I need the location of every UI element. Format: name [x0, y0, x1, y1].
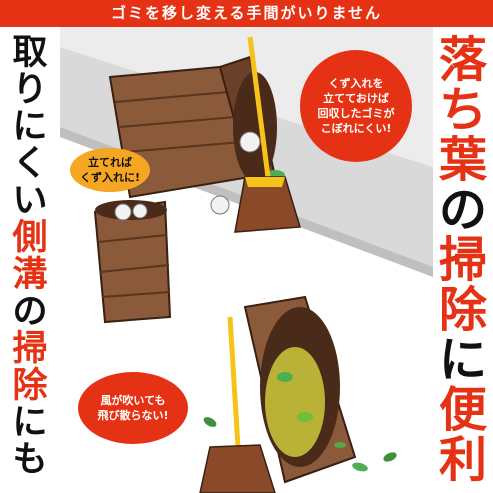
right-vertical-title: 落ち葉の掃除に便利 [433, 35, 493, 485]
bin-middle [93, 200, 172, 324]
top-banner: ゴミを移し変える手間がいりません [0, 0, 493, 27]
title-char: に [12, 107, 48, 147]
title-char: 便 [438, 382, 487, 438]
title-char: 取 [12, 33, 48, 73]
bin-bottom [243, 295, 357, 484]
bubble-bottom-red: 風が吹いても 飛び散らない! [78, 372, 188, 444]
title-char: 掃 [12, 329, 48, 369]
bubble-top-right: くず入れを 立てておけば 回収したゴミが こぼれにくい! [300, 50, 412, 162]
title-char: 落 [438, 32, 487, 88]
bubble-line: 飛び散らない! [97, 409, 169, 422]
bubble-line: くず入れに! [79, 171, 141, 184]
title-char: ち [438, 82, 487, 138]
leaf [334, 442, 346, 448]
bubble-left-orange: 立てれば くず入れに! [70, 148, 150, 192]
title-char: の [438, 182, 487, 238]
bubble-line: 立てておけば [323, 92, 389, 105]
bubble-line: 立てれば [88, 156, 132, 169]
leaf [383, 452, 397, 462]
bubble-line: 回収したゴミが [317, 107, 395, 120]
title-char: 溝 [12, 255, 48, 295]
banner-text: ゴミを移し変える手間がいりません [110, 4, 383, 22]
title-char: の [12, 292, 48, 332]
title-char: り [12, 70, 48, 110]
title-char: 除 [12, 366, 48, 406]
leaf [352, 462, 368, 472]
bubble-line: くず入れを [328, 77, 384, 90]
broom-top [234, 36, 301, 233]
title-char: 除 [438, 282, 487, 338]
paper-ball [210, 195, 230, 215]
bubble-line: 風が吹いても [100, 394, 166, 407]
title-char: も [12, 440, 48, 480]
title-char: に [438, 332, 487, 388]
title-char: 掃 [438, 232, 487, 288]
title-char: く [12, 144, 48, 184]
title-char: 利 [438, 432, 487, 488]
left-vertical-title: 取りにくい側溝の掃除にも [0, 35, 60, 479]
leaf [203, 417, 217, 427]
title-char: 側 [12, 218, 48, 258]
title-char: 葉 [438, 132, 487, 188]
bubble-line: こぼれにくい! [320, 122, 392, 135]
broom-bottom [199, 316, 276, 493]
title-char: に [12, 403, 48, 443]
title-char: い [12, 181, 48, 221]
